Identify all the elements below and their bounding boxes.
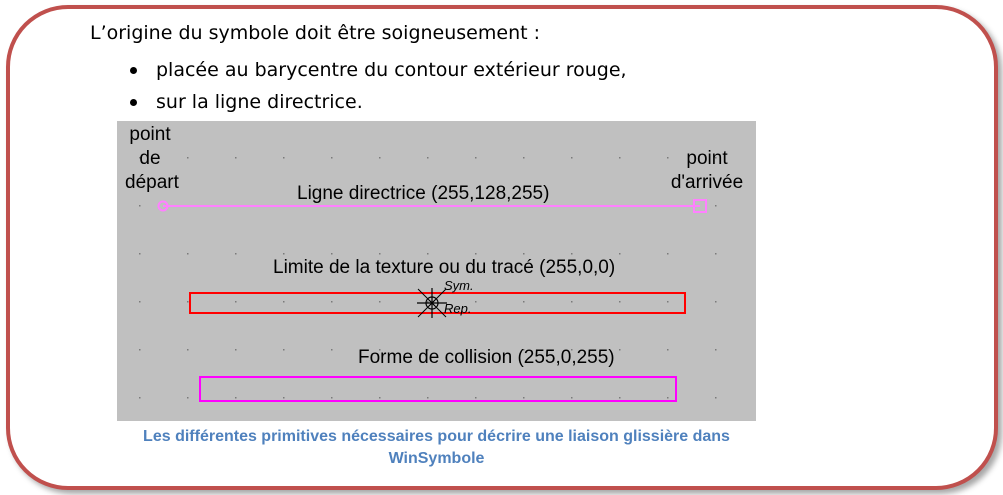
texture-limit-label: Limite de la texture ou du tracé (255,0,… — [273, 257, 616, 278]
grid-dot — [475, 157, 477, 159]
grid-dot — [379, 397, 381, 399]
grid-dot — [331, 253, 333, 255]
grid-dot — [283, 349, 285, 351]
grid-dot — [379, 349, 381, 351]
grid-dot — [379, 301, 381, 303]
grid-dot — [667, 349, 669, 351]
grid-dot — [235, 253, 237, 255]
grid-dot — [139, 157, 141, 159]
grid-dot — [715, 349, 717, 351]
grid-dot — [475, 397, 477, 399]
grid-dot — [139, 397, 141, 399]
grid-dot — [283, 397, 285, 399]
grid-dot — [667, 301, 669, 303]
bullet-item: sur la ligne directrice. — [126, 86, 627, 118]
grid-dot — [667, 397, 669, 399]
start-point-label: point de départ — [125, 123, 179, 195]
grid-dot — [571, 301, 573, 303]
texture-limit-rectangle — [189, 292, 686, 314]
grid-dot — [667, 157, 669, 159]
bullet-dot-icon — [130, 99, 137, 106]
rep-label: Rep. — [444, 301, 472, 316]
grid-dot — [523, 349, 525, 351]
diagram-canvas — [139, 157, 717, 402]
grid-dot — [139, 349, 141, 351]
grid-dot — [523, 397, 525, 399]
grid-dot — [619, 301, 621, 303]
grid-dot — [523, 157, 525, 159]
grid-dot — [283, 301, 285, 303]
collision-label: Forme de collision (255,0,255) — [358, 347, 615, 368]
reference-cross-icon — [417, 288, 447, 318]
end-label-line: point — [686, 148, 728, 169]
grid-dot — [187, 253, 189, 255]
sym-label: Sym. — [444, 278, 474, 293]
grid-dot — [619, 253, 621, 255]
grid-dot — [235, 157, 237, 159]
grid-dot — [715, 397, 717, 399]
grid-dot — [379, 157, 381, 159]
grid-dot — [475, 301, 477, 303]
end-point-marker — [693, 199, 707, 213]
grid-dot — [331, 157, 333, 159]
grid-dot — [619, 157, 621, 159]
grid-dot — [139, 205, 141, 207]
grid-dot — [427, 157, 429, 159]
grid-dot — [715, 157, 717, 159]
start-label-line: de — [139, 148, 161, 169]
grid-dot — [187, 157, 189, 159]
grid-dot — [571, 157, 573, 159]
grid-dot — [427, 349, 429, 351]
grid-dot — [571, 397, 573, 399]
grid-dot — [667, 253, 669, 255]
guideline-label: Ligne directrice (255,128,255) — [297, 183, 550, 204]
grid-dot — [331, 397, 333, 399]
grid-dot — [475, 349, 477, 351]
start-point-marker — [157, 200, 169, 212]
grid-dot — [235, 301, 237, 303]
start-label-line: point — [129, 124, 171, 145]
grid-dot — [139, 301, 141, 303]
grid-dot — [187, 301, 189, 303]
grid-dot — [715, 205, 717, 207]
bullet-dot-icon — [130, 67, 137, 74]
grid-dot — [235, 349, 237, 351]
grid-dot — [523, 253, 525, 255]
winsymbole-diagram: point de départ point d'arrivée Ligne di… — [117, 121, 756, 421]
collision-rectangle — [199, 376, 677, 402]
grid-dot — [427, 397, 429, 399]
grid-dot — [571, 349, 573, 351]
grid-dot — [427, 253, 429, 255]
grid-dot — [331, 301, 333, 303]
end-label-line: d'arrivée — [670, 172, 744, 193]
grid-dot — [139, 253, 141, 255]
bullet-list: placée au barycentre du contour extérieu… — [126, 54, 627, 118]
grid-dot — [187, 349, 189, 351]
grid-dot — [283, 253, 285, 255]
bullet-text: placée au barycentre du contour extérieu… — [156, 59, 627, 81]
grid-dot — [715, 301, 717, 303]
bullet-text: sur la ligne directrice. — [156, 91, 363, 113]
grid-dot — [619, 349, 621, 351]
grid-dot — [235, 397, 237, 399]
grid-dot — [187, 397, 189, 399]
grid-dot — [619, 397, 621, 399]
bullet-item: placée au barycentre du contour extérieu… — [126, 54, 627, 86]
grid-dot — [523, 301, 525, 303]
grid-dot — [571, 253, 573, 255]
figure-caption: Les différentes primitives nécessaires p… — [143, 428, 730, 467]
grid-dot — [475, 253, 477, 255]
grid-dot — [331, 349, 333, 351]
intro-text: L’origine du symbole doit être soigneuse… — [90, 22, 541, 44]
end-point-label: point d'arrivée — [665, 147, 749, 195]
start-label-line: départ — [125, 172, 179, 193]
grid-dot — [283, 157, 285, 159]
grid-dot — [379, 253, 381, 255]
grid-dot — [427, 301, 429, 303]
grid-dot — [715, 253, 717, 255]
